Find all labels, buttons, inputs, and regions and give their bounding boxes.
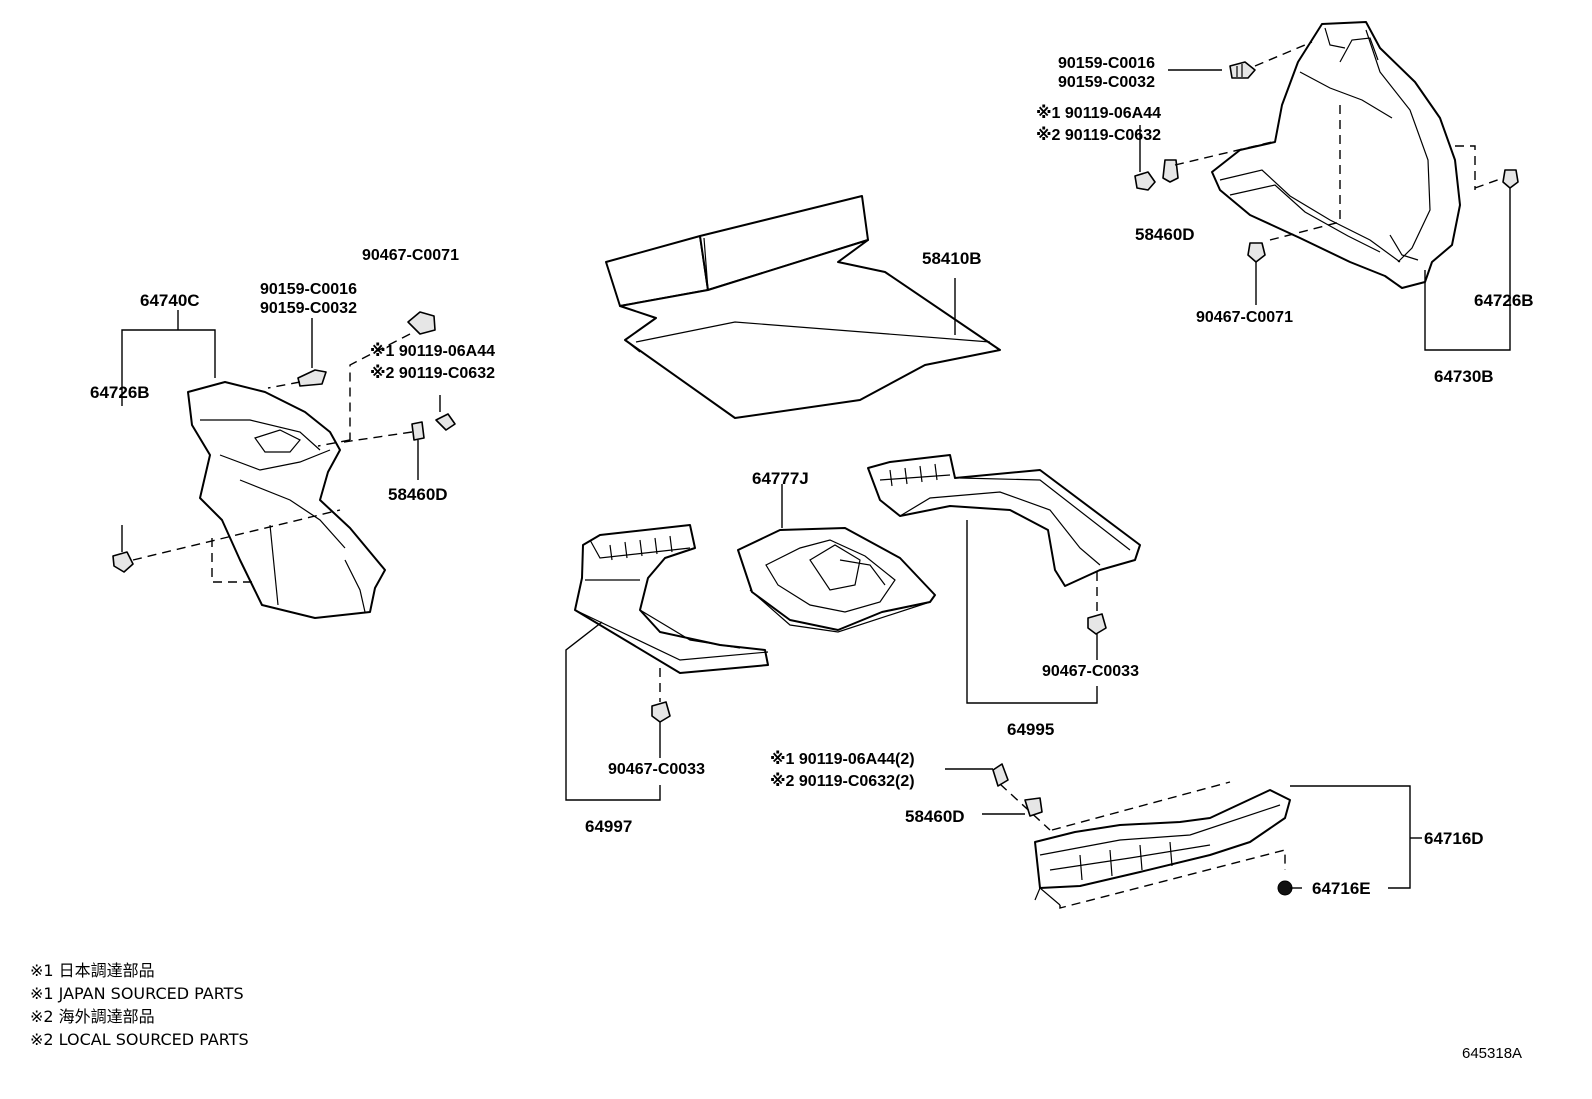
- part-label: ※1 90119-06A44: [370, 342, 495, 360]
- part-label: 90467-C0033: [1042, 663, 1139, 680]
- bolt-icon: [435, 413, 456, 431]
- bolt-icon: [297, 369, 327, 387]
- part-label: 90467-C0071: [362, 247, 459, 264]
- storage-box-right: [867, 454, 1141, 587]
- bolt-icon: [1229, 61, 1256, 79]
- part-label: 64726B: [1474, 291, 1534, 310]
- part-label: 64716E: [1312, 879, 1371, 898]
- clip-icon: [1247, 242, 1266, 263]
- part-label: 64997: [585, 817, 632, 836]
- footnote: ※1 JAPAN SOURCED PARTS: [30, 984, 244, 1003]
- storage-box-left: [574, 524, 769, 674]
- part-label: 90467-C0071: [1196, 309, 1293, 326]
- bolt-icon: [992, 763, 1009, 787]
- part-label: 90159-C0016: [1058, 55, 1155, 72]
- bolt-icon: [1134, 171, 1156, 191]
- clip-icon: [112, 551, 134, 573]
- part-label: 90159-C0032: [1058, 74, 1155, 91]
- footnote: ※2 海外調達部品: [30, 1007, 155, 1026]
- clip-icon: [411, 421, 425, 441]
- part-label: 58460D: [905, 807, 965, 826]
- part-label: 64716D: [1424, 829, 1484, 848]
- part-label: 64726B: [90, 383, 150, 402]
- clip-icon: [1024, 797, 1043, 817]
- part-label: ※1 90119-06A44(2): [770, 750, 915, 768]
- scuff-plate: [1034, 789, 1291, 906]
- clip-icon: [1502, 169, 1519, 189]
- clip-icon: [1087, 613, 1107, 635]
- part-label: 64730B: [1434, 367, 1494, 386]
- part-label: 90159-C0016: [260, 281, 357, 298]
- clip-icon: [407, 311, 436, 335]
- part-label: 64777J: [752, 469, 809, 488]
- part-label: 90467-C0033: [608, 761, 705, 778]
- part-label: 58460D: [1135, 225, 1195, 244]
- part-label: 64740C: [140, 291, 200, 310]
- part-label: 90159-C0032: [260, 300, 357, 317]
- spare-tire-tray: [737, 527, 936, 633]
- part-label: ※1 90119-06A44: [1036, 104, 1161, 122]
- figure-reference: 645318A: [1462, 1045, 1522, 1062]
- part-label: ※2 90119-C0632: [370, 364, 495, 382]
- clip-icon: [651, 701, 671, 723]
- clip-icon: [1277, 880, 1293, 896]
- part-label: 58460D: [388, 485, 448, 504]
- footnote: ※2 LOCAL SOURCED PARTS: [30, 1030, 249, 1049]
- deck-board: [605, 195, 1001, 419]
- part-label: 58410B: [922, 249, 982, 268]
- clip-icon: [1162, 159, 1179, 183]
- trim-panel-right: [1211, 21, 1461, 289]
- part-label: ※2 90119-C0632(2): [770, 772, 915, 790]
- footnote: ※1 日本調達部品: [30, 961, 155, 980]
- part-label: 64995: [1007, 720, 1054, 739]
- trim-panel-left: [187, 381, 386, 619]
- part-label: ※2 90119-C0632: [1036, 126, 1161, 144]
